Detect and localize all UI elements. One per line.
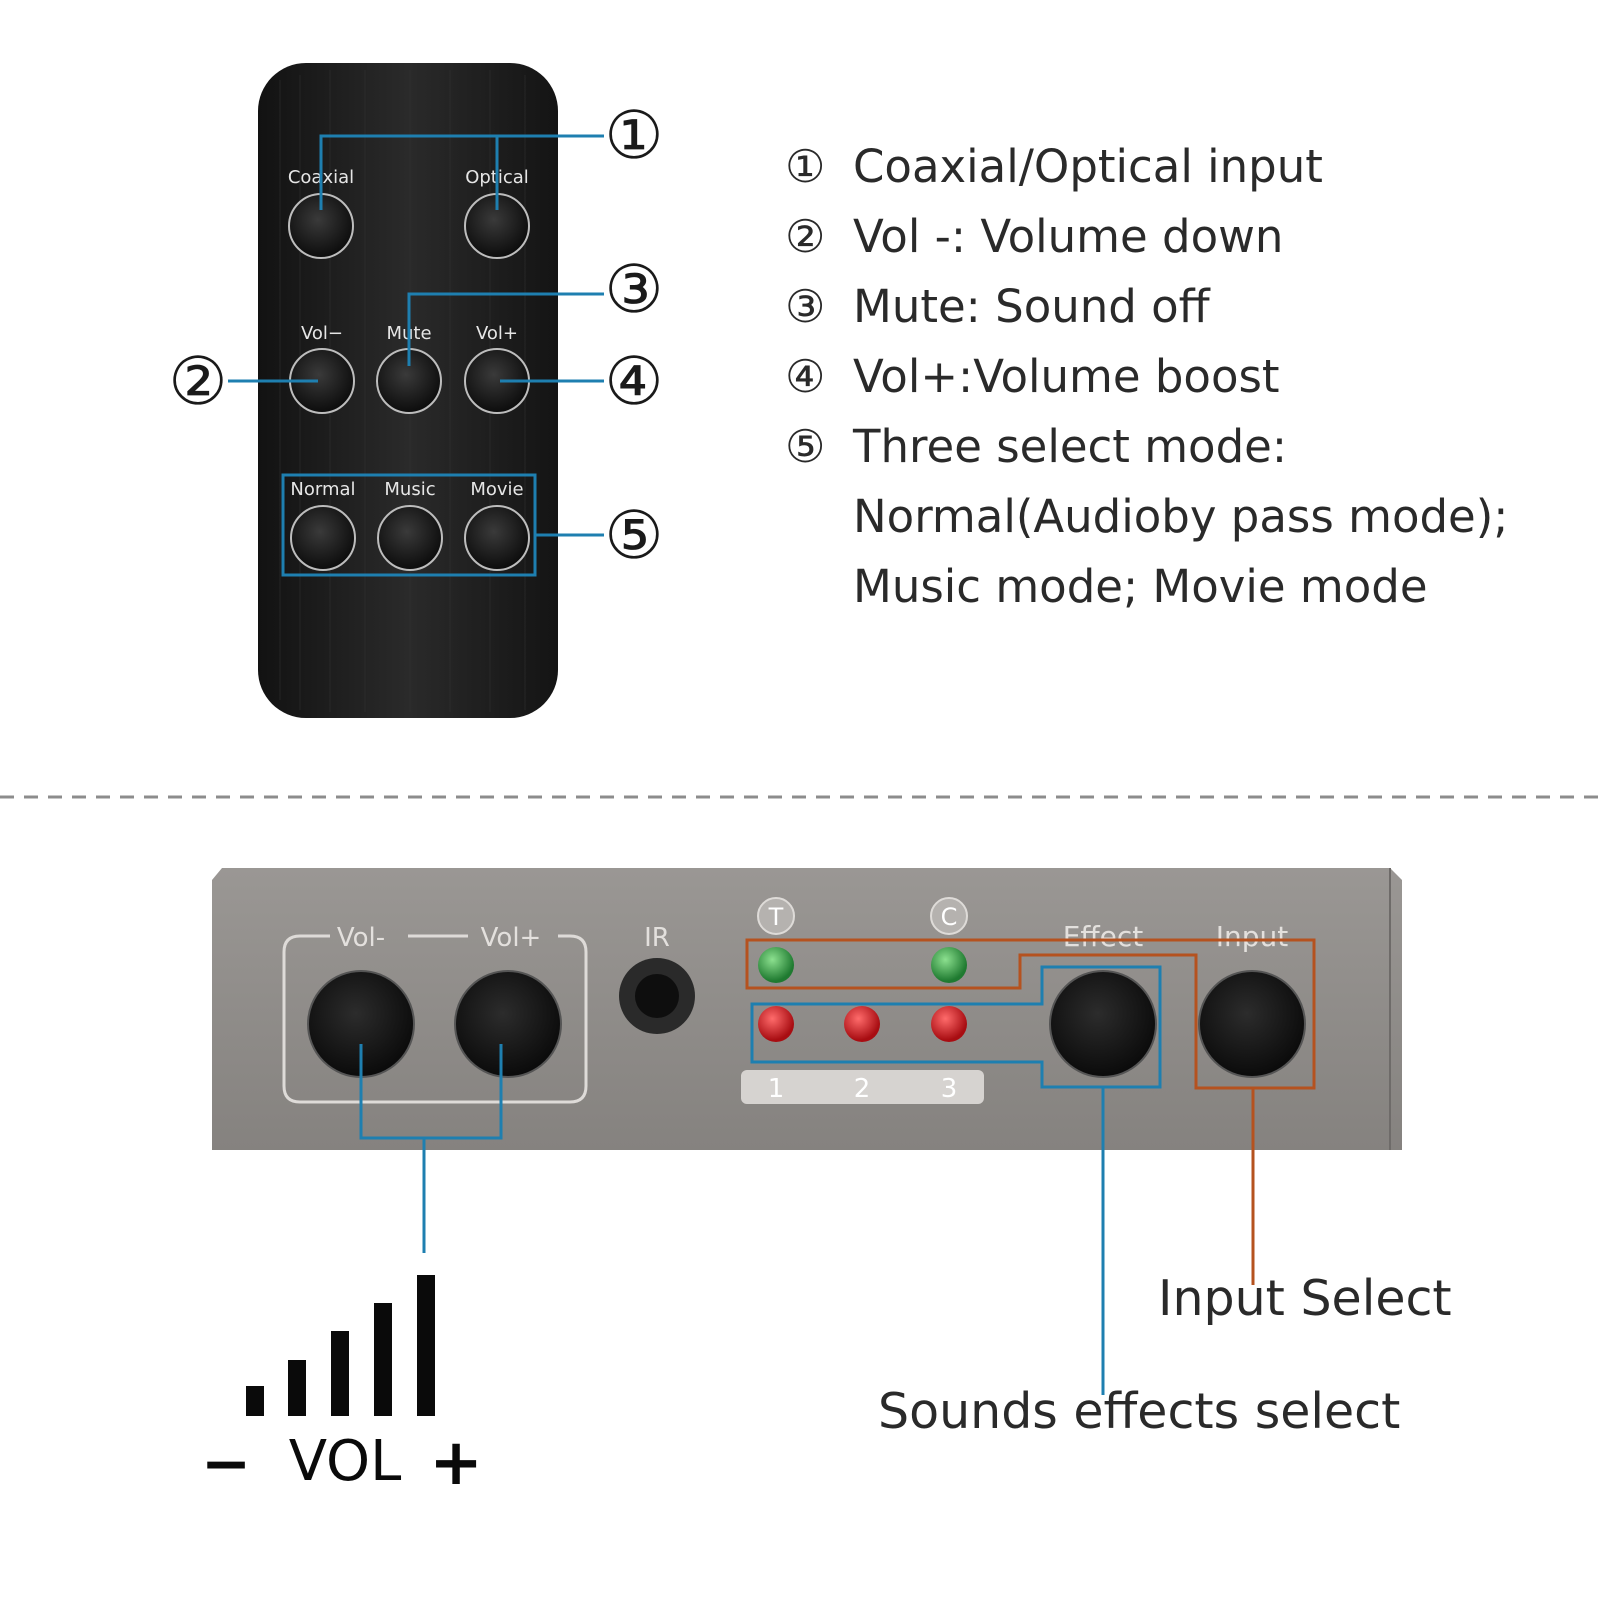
legend-num-5: ⑤ [785,420,826,473]
panel-label-effect: Effect [1063,920,1144,953]
vol-bar-3 [331,1331,349,1416]
legend-item-4: ④ Vol+:Volume boost [785,342,1585,412]
panel-input-button[interactable] [1198,970,1306,1078]
marker-2: ② [168,343,227,420]
panel-effect-button[interactable] [1049,970,1157,1078]
led-label-t: T [768,903,784,931]
volume-level-icon: − VOL + [201,1275,483,1500]
remote-label-vol-minus: Vol− [301,323,343,344]
marker-3: ③ [604,251,663,328]
caption-input-select: Input Select [1158,1270,1452,1327]
panel-label-vol-plus: Vol+ [481,923,542,953]
remote-label-normal: Normal [290,479,355,500]
legend-continuation-1: Normal(Audioby pass mode); [853,490,1509,543]
vol-label: VOL [289,1429,402,1494]
vol-minus-sign: − [201,1429,251,1499]
legend-num-4: ④ [785,350,826,403]
remote-label-movie: Movie [470,479,523,500]
marker-1: ① [604,97,663,174]
led-green-c [931,947,967,983]
legend-num-2: ② [785,210,826,263]
caption-effects-select: Sounds effects select [878,1383,1401,1440]
vol-bar-1 [246,1386,264,1416]
panel-label-ir: IR [644,923,670,953]
vol-group-frame [282,934,588,1104]
legend-item-3: ③ Mute: Sound off [785,272,1585,342]
legend-text-4: Vol+:Volume boost [853,350,1280,403]
led-number-3: 3 [941,1074,958,1104]
marker-4: ④ [604,343,663,420]
legend-text-2: Vol -: Volume down [853,210,1284,263]
led-number-2: 2 [854,1074,871,1104]
remote-movie-button[interactable] [464,505,530,571]
remote-callout-lines [228,134,604,577]
remote-label-vol-plus: Vol+ [476,323,518,344]
legend-item-1: ① Coaxial/Optical input [785,132,1585,202]
remote-control: Coaxial Optical Vol− Mute Vol+ Normal Mu… [168,63,664,718]
led-number-1: 1 [768,1074,785,1104]
panel-vol-plus-button[interactable] [454,970,562,1078]
function-legend: ① Coaxial/Optical input ② Vol -: Volume … [785,132,1585,622]
legend-text-5: Three select mode: [853,420,1287,473]
legend-text-3: Mute: Sound off [853,280,1210,333]
legend-num-1: ① [785,140,826,193]
led-red-3 [931,1006,967,1042]
legend-num-3: ③ [785,280,826,333]
device-front-panel: Vol- Vol+ IR T C 1 2 3 Effect Input [212,868,1402,1150]
panel-label-vol-minus: Vol- [337,923,385,953]
remote-music-button[interactable] [377,505,443,571]
led-red-1 [758,1006,794,1042]
remote-normal-button[interactable] [290,505,356,571]
led-red-2 [844,1006,880,1042]
legend-item-5: ⑤ Three select mode: [785,412,1585,482]
remote-label-music: Music [384,479,435,500]
vol-bar-5 [417,1275,435,1416]
legend-text-1: Coaxial/Optical input [853,140,1323,193]
marker-5: ⑤ [604,497,663,574]
vol-plus-sign: + [429,1426,483,1500]
vol-bar-4 [374,1303,392,1416]
led-number-strip [741,1070,984,1104]
panel-callout-lines [359,938,1316,1395]
led-green-t [758,947,794,983]
panel-label-input: Input [1216,920,1289,953]
legend-continuation-2: Music mode; Movie mode [853,560,1428,613]
led-label-c: C [941,903,958,931]
legend-item-2: ② Vol -: Volume down [785,202,1585,272]
vol-bar-2 [288,1360,306,1416]
